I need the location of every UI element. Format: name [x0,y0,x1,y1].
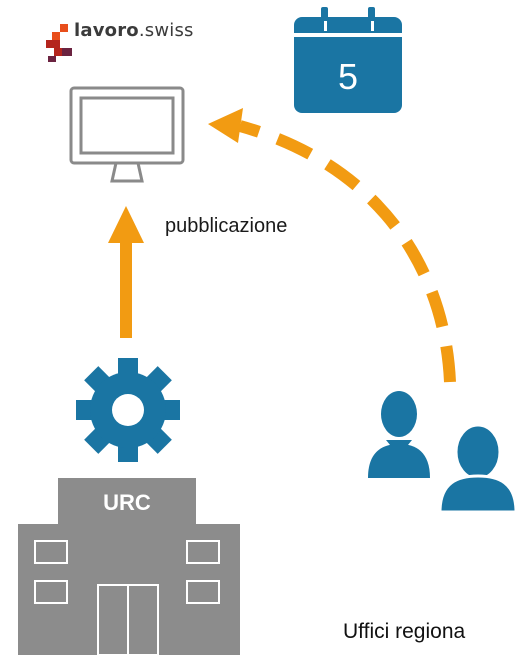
calendar-icon [294,7,402,113]
building-icon [18,478,240,655]
logo-tld: .swiss [138,20,194,41]
logo-text: lavoro.swiss [74,20,194,41]
building-label: URC [103,490,151,515]
publication-label: pubblicazione [165,215,288,237]
calendar-day: 5 [337,56,359,97]
dashed-curve [238,120,456,383]
people-icon [368,391,515,514]
monitor-icon [69,86,185,183]
gear-icon [76,358,180,462]
logo-main: lavoro [74,20,139,41]
offices-label: Uffici regiona [343,620,466,643]
vertical-arrow-shaft [120,238,132,338]
vertical-arrow-head [108,206,144,243]
logo-mark-icon [46,24,72,62]
curve-arrowhead [208,108,243,143]
